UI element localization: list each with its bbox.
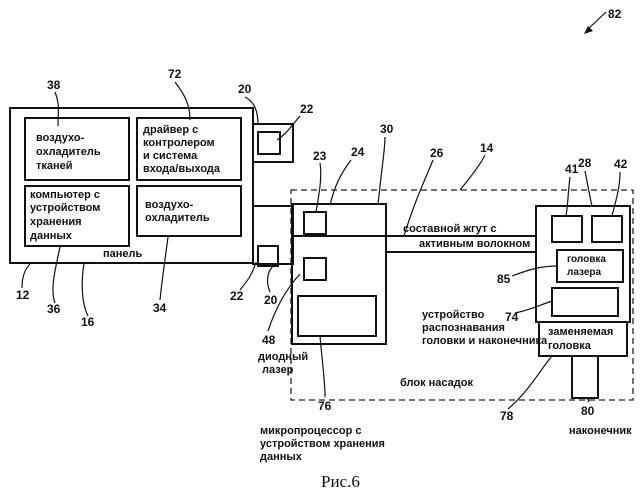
tip-box [572, 356, 598, 398]
ref-12: 12 [16, 288, 30, 302]
ref-41: 41 [565, 162, 579, 176]
ref-14: 14 [480, 141, 494, 155]
fiber-cable-label-line1: составной жгут с [403, 223, 496, 235]
attachments-unit-label: блок насадок [400, 377, 473, 389]
microprocessor-box [298, 296, 376, 336]
ref-34: 34 [153, 301, 167, 315]
diode-connector [304, 212, 326, 234]
ref-80: 80 [581, 404, 595, 418]
diode-element [304, 258, 326, 280]
ref-42: 42 [614, 157, 628, 171]
ref-26: 26 [430, 146, 444, 160]
ref-78: 78 [500, 409, 514, 423]
ref-36: 36 [47, 302, 61, 316]
sensor-42 [592, 216, 622, 242]
ref-48: 48 [262, 333, 276, 347]
computer-label: компьютер с устройством хранения данных [30, 189, 103, 242]
tip-label: наконечник [569, 425, 632, 437]
laser-head-label: головка лазера [567, 253, 609, 278]
cooler-box [137, 186, 241, 236]
ref-28: 28 [578, 156, 592, 170]
figure-number: 82 [608, 7, 622, 21]
ref-22-bottom: 22 [230, 289, 244, 303]
ref-20-bottom: 20 [264, 293, 278, 307]
ref-16: 16 [81, 315, 95, 329]
ref-72: 72 [168, 67, 182, 81]
microprocessor-label: микропроцессор с устройством хранения да… [260, 425, 388, 463]
upper-port [258, 132, 280, 154]
replaceable-head-label: заменяемая головка [548, 326, 616, 352]
ref-24: 24 [351, 145, 365, 159]
ref-23: 23 [313, 149, 327, 163]
driver-label: драйвер с контролером и система входа/вы… [143, 124, 221, 175]
cooler-label: воздухо- охладитель [145, 199, 210, 224]
recognition-device-box [552, 288, 618, 316]
recognition-label: устройство распознавания головки и након… [422, 309, 548, 347]
ref-22-top: 22 [300, 102, 314, 116]
ref-20-top: 20 [238, 82, 252, 96]
figure-caption: Рис.6 [321, 472, 360, 491]
ref-38: 38 [47, 78, 61, 92]
panel-label: панель [103, 248, 143, 260]
diode-laser-label: диодный лазер [258, 351, 311, 376]
diode-laser-module [292, 204, 386, 344]
ref-85: 85 [497, 272, 511, 286]
fiber-cable-label-line2: активным волокном [419, 238, 530, 250]
figure-arrow [584, 12, 606, 34]
ref-30: 30 [380, 122, 394, 136]
tissue-cooler-label: воздухо- охладитель тканей [36, 132, 104, 172]
ref-76: 76 [318, 399, 332, 413]
sensor-41 [552, 216, 582, 242]
